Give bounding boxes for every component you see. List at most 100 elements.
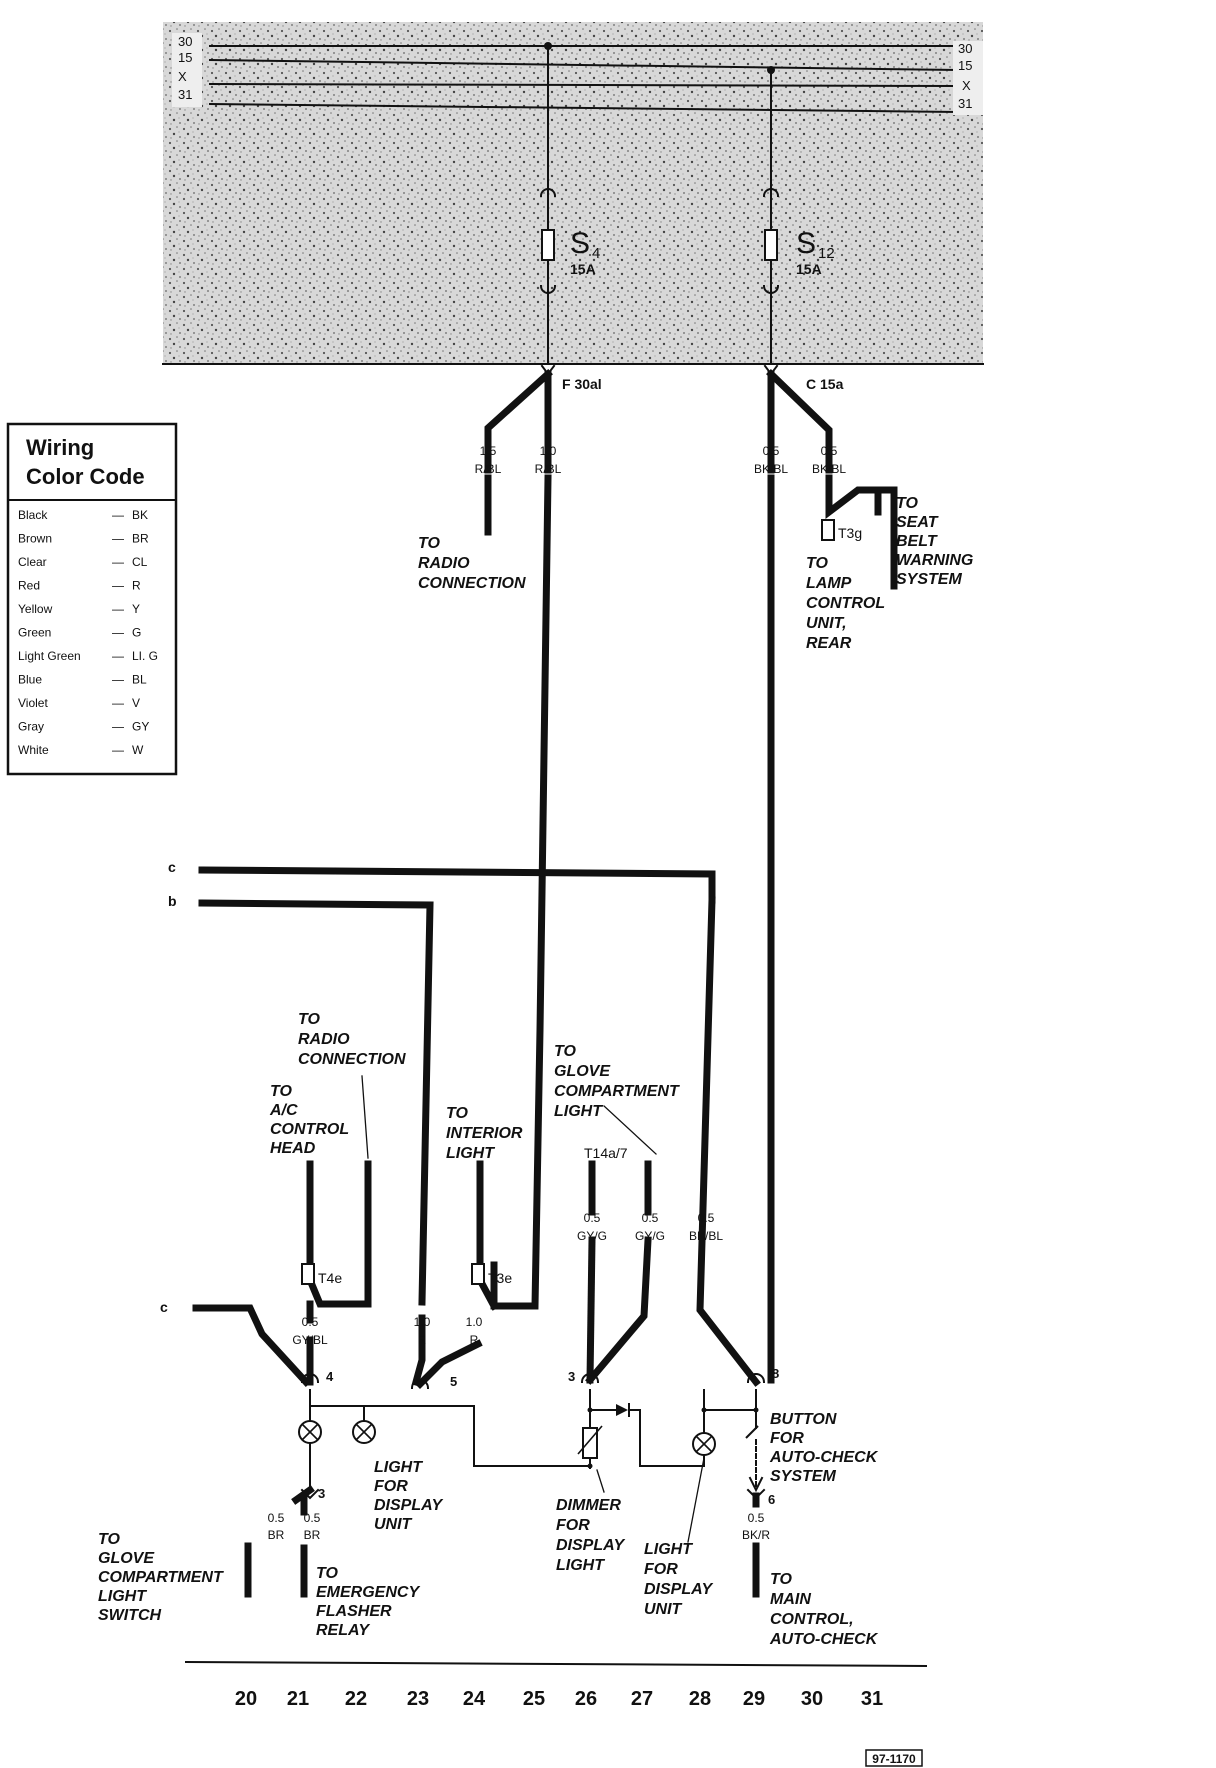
bus-label-plate-left: [172, 33, 202, 107]
circuit-c-wire: [198, 866, 716, 904]
destination-label-line: UNIT: [644, 1601, 683, 1618]
connector-t3e-icon: [471, 1263, 485, 1285]
leader-line: [361, 1075, 369, 1159]
destination-label-line: FOR: [644, 1561, 678, 1578]
wire-label-color: R: [470, 1333, 479, 1347]
terminal-f30al-label: F 30al: [562, 376, 602, 392]
legend-dash: —: [112, 532, 124, 546]
circuit-letter-c-2: c: [160, 1299, 168, 1315]
destination-label-line: CONTROL,: [770, 1611, 854, 1628]
autocheck-button-switch-icon: [745, 1425, 759, 1439]
fuse-clip-bottom: [762, 284, 780, 294]
display-lamp-icon: [692, 1432, 716, 1456]
junction-dot: [701, 1407, 707, 1413]
destination-label-line: BUTTON: [770, 1411, 837, 1428]
grid-number: 29: [743, 1688, 765, 1710]
legend-color-code: BR: [132, 532, 149, 546]
destination-label-line: TO: [770, 1571, 792, 1588]
wire-label-color: BK/BL: [812, 462, 846, 476]
destination-label-line: LAMP: [806, 575, 852, 592]
wire-1.0-r-right: [415, 1339, 483, 1389]
destination-label-line: LIGHT: [554, 1103, 603, 1120]
junction-dot: [587, 1463, 593, 1469]
destination-label-line: GLOVE: [98, 1550, 155, 1567]
legend-dash: —: [112, 743, 124, 757]
circuit-c2-wire: [192, 1304, 311, 1387]
wire-label-size: 0.5: [268, 1511, 285, 1525]
dimmer-rheostat-icon: [582, 1427, 598, 1459]
fuse-clip-top: [539, 188, 557, 198]
fuse-s12-letter: S: [796, 227, 816, 260]
legend-box: [6, 422, 178, 776]
destination-label-line: DISPLAY: [374, 1497, 443, 1514]
pin-number-4: 4: [326, 1369, 334, 1384]
legend-color-name: Light Green: [18, 649, 81, 663]
grid-number: 30: [801, 1688, 823, 1710]
leader-line: [596, 1469, 605, 1493]
bus-label-right-x: X: [962, 78, 971, 93]
wire-label-size: 0.5: [763, 444, 780, 458]
wire-0.5-gy-g-left: [586, 1236, 596, 1384]
legend-dash: —: [112, 508, 124, 522]
grid-number: 24: [463, 1688, 486, 1710]
destination-label-line: LIGHT: [446, 1145, 495, 1162]
grid-number: 25: [523, 1688, 545, 1710]
destination-label-line: TO: [446, 1105, 468, 1122]
destination-label-line: MAIN: [770, 1591, 811, 1608]
destination-label-line: CONNECTION: [418, 575, 526, 592]
legend-color-name: White: [18, 743, 49, 757]
legend-color-name: Blue: [18, 673, 42, 687]
destination-label-line: COMPARTMENT: [98, 1569, 224, 1586]
grid-number: 20: [235, 1688, 257, 1710]
wire-0.5-bk-bl-seatbelt: [825, 474, 882, 520]
legend-color-code: G: [132, 626, 141, 640]
legend-dash: —: [112, 720, 124, 734]
terminal-c15a-label: C 15a: [806, 376, 844, 392]
leader-line: [603, 1105, 657, 1155]
wire-label-color: BK/BL: [689, 1229, 723, 1243]
fuse-panel-background: [163, 22, 983, 364]
destination-label-line: RADIO: [418, 555, 470, 572]
legend-color-name: Gray: [18, 720, 44, 734]
destination-label-line: HEAD: [270, 1140, 316, 1157]
destination-label-line: DISPLAY: [644, 1581, 713, 1598]
wire-label-size: 0.5: [304, 1511, 321, 1525]
wire-0.5-bk-bl-seatbelt-top: [766, 369, 833, 474]
destination-label-line: RELAY: [316, 1622, 370, 1639]
fuse-s4-body: [541, 229, 555, 261]
display-lamp-icon: [298, 1420, 322, 1444]
destination-label-line: COMPARTMENT: [554, 1083, 680, 1100]
fuse-s4-subscript: 4: [592, 245, 600, 262]
wire-label-color: GY/G: [577, 1229, 607, 1243]
connector-t4e-label: T4e: [318, 1270, 342, 1286]
wire-label-size: 1.0: [414, 1315, 431, 1329]
legend-dash: —: [112, 673, 124, 687]
destination-label-line: REAR: [806, 635, 852, 652]
legend-color-name: Violet: [18, 696, 48, 710]
bus-label-plate-right: [953, 41, 983, 115]
destination-label-line: TO: [554, 1043, 576, 1060]
destination-label-line: TO: [270, 1083, 292, 1100]
legend-color-code: W: [132, 743, 144, 757]
legend-color-code: LI. G: [132, 649, 158, 663]
fuse-s12-rating: 15A: [796, 261, 822, 277]
legend-color-name: Red: [18, 579, 40, 593]
bus-line-15: [208, 58, 960, 72]
legend-color-code: V: [132, 696, 140, 710]
pin-number-6: 6: [768, 1492, 775, 1507]
grid-number: 27: [631, 1688, 653, 1710]
bus-label-left-31: 31: [178, 87, 192, 102]
wire-label-size: 0.5: [698, 1211, 715, 1225]
legend-color-name: Green: [18, 626, 51, 640]
wire-label-size: 0.5: [302, 1315, 319, 1329]
wire-1.5-r-bl-top: [484, 369, 553, 474]
pin-contact-3: [580, 1373, 600, 1384]
destination-label-line: TO: [806, 555, 828, 572]
destination-label-line: INTERIOR: [446, 1125, 523, 1142]
dimmer-arrow: [577, 1425, 603, 1455]
